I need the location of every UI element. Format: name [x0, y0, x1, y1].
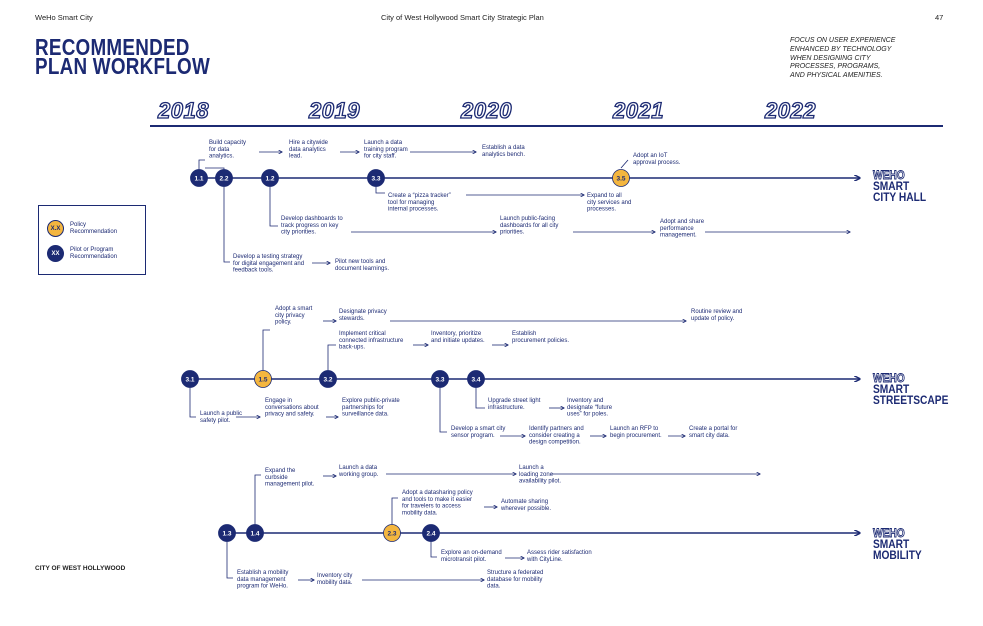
node-1-4	[246, 524, 264, 542]
header-center: City of West Hollywood Smart City Strate…	[381, 13, 544, 22]
policy-circle-icon: X.X	[47, 220, 64, 237]
timeline-axis	[150, 125, 943, 127]
node-3-5	[612, 169, 630, 187]
header-left: WeHo Smart City	[35, 13, 93, 22]
node-label: 1.1	[194, 175, 203, 182]
lane-label-city-hall: WEHO SMART CITY HALL	[873, 168, 927, 204]
page-number: 47	[935, 13, 944, 22]
node-label: 3.2	[323, 376, 332, 383]
node-3-3	[367, 169, 385, 187]
connector-line	[262, 329, 270, 379]
connector-line	[189, 379, 196, 418]
focus-statement: FOCUS ON USER EXPERIENCE ENHANCED BY TEC…	[790, 37, 896, 80]
node-3-1	[181, 370, 199, 388]
node-1-2	[261, 169, 279, 187]
node-1-1	[190, 169, 208, 187]
page-title: RECOMMENDED PLAN WORKFLOW	[35, 34, 211, 79]
workflow-item: Create a “pizza tracker”tool for managin…	[388, 193, 451, 213]
pilot-circle-icon: XX	[47, 245, 64, 262]
node-label: 2.3	[387, 530, 396, 537]
connector-line	[439, 379, 447, 433]
node-label: 3.4	[471, 376, 480, 383]
node-2-3	[383, 524, 401, 542]
connector-line	[223, 178, 230, 263]
node-1-5	[254, 370, 272, 388]
year-2022: 2022	[764, 97, 816, 123]
connector-line	[391, 497, 398, 533]
node-3-3	[431, 370, 449, 388]
node-label: 1.3	[222, 530, 231, 537]
footer-city: CITY OF WEST HOLLYWOOD	[35, 565, 126, 572]
lane-label-mobility: WEHO SMART MOBILITY	[873, 526, 922, 562]
lane-label-streetscape: WEHO SMART STREETSCAPE	[873, 371, 949, 407]
node-label: 1.5	[258, 376, 267, 383]
node-label: 3.3	[435, 376, 444, 383]
node-label: 2.4	[426, 530, 435, 537]
connector-line	[620, 159, 629, 169]
year-2019: 2019	[308, 97, 360, 123]
connector-line	[226, 533, 233, 579]
node-2-4	[422, 524, 440, 542]
connector-line	[254, 474, 261, 533]
node-3-2	[319, 370, 337, 388]
connector-line	[475, 379, 485, 409]
year-2021: 2021	[612, 97, 664, 123]
node-label: 3.3	[371, 175, 380, 182]
node-3-4	[467, 370, 485, 388]
node-label: 1.4	[250, 530, 259, 537]
node-2-2	[215, 169, 233, 187]
node-label: 3.1	[185, 376, 194, 383]
node-1-3	[218, 524, 236, 542]
node-label: 1.2	[265, 175, 274, 182]
connector-line	[327, 344, 336, 379]
connector-line	[269, 178, 278, 227]
node-label: 2.2	[219, 175, 228, 182]
year-2020: 2020	[460, 97, 512, 123]
node-label: 3.5	[616, 175, 625, 182]
year-2018: 2018	[157, 97, 209, 123]
